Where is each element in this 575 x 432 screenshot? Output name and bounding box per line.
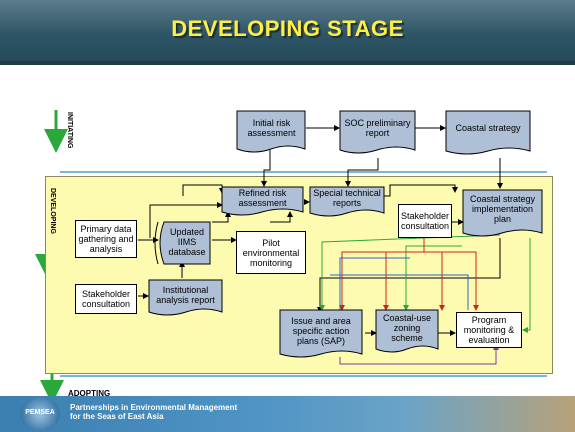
separator-top [60,171,547,173]
doc-shape-soc [339,110,416,154]
footer-banner [0,396,575,432]
stage-label-developing: DEVELOPING [49,188,56,234]
title-rule [0,61,575,65]
node-updated-iims-database: Updated IIMS database [168,227,206,257]
doc-shape-special [309,186,385,217]
pemsea-logo-text: PEMSEA [25,409,55,416]
node-special-technical-reports: Special technical reports [313,188,381,208]
footer-line-1: Partnerships in Environmental Management [70,403,238,412]
node-primary-data-gathering: Primary data gathering and analysis [75,220,137,258]
footer-tagline: Partnerships in Environmental Management… [70,403,237,421]
doc-shape-refined [221,186,304,216]
node-stakeholder-consultation-left: Stakeholder consultation [75,284,137,314]
footer-line-2: for the Seas of East Asia [70,412,164,421]
doc-shape-iims [159,221,211,265]
node-stakeholder-consultation-right: Stakeholder consultation [398,204,452,238]
doc-shape-initial-risk [236,110,306,153]
separator-bottom [60,375,547,377]
doc-shape-plan [462,189,543,237]
doc-shape-institutional [148,279,223,316]
doc-shape-zoning [375,309,439,353]
stage-label-adopting: ADOPTING [68,389,111,398]
node-initial-risk-assessment: Initial risk assessment [247,118,296,138]
node-coastal-strategy-implementation-plan: Coastal strategy implementation plan [469,194,536,224]
node-refined-risk-assessment: Refined risk assessment [238,188,287,208]
pemsea-logo [20,397,60,431]
node-issue-area-action-plans: Issue and area specific action plans (SA… [291,316,351,346]
node-soc-preliminary-report: SOC preliminary report [344,118,411,138]
page-title: DEVELOPING STAGE [171,16,404,41]
node-coastal-strategy: Coastal strategy [455,123,521,133]
node-pilot-environmental-monitoring: Pilot environmental monitoring [236,231,306,274]
node-coastal-use-zoning-scheme: Coastal-use zoning scheme [382,313,432,343]
doc-shape-coastal [445,110,531,155]
stage-label-initiating: INITIATING [66,112,73,149]
title-banner [0,0,575,61]
node-institutional-analysis-report: Institutional analysis report [156,285,215,305]
doc-shape-sap [279,309,363,358]
node-program-monitoring-evaluation: Program monitoring & evaluation [456,312,522,348]
